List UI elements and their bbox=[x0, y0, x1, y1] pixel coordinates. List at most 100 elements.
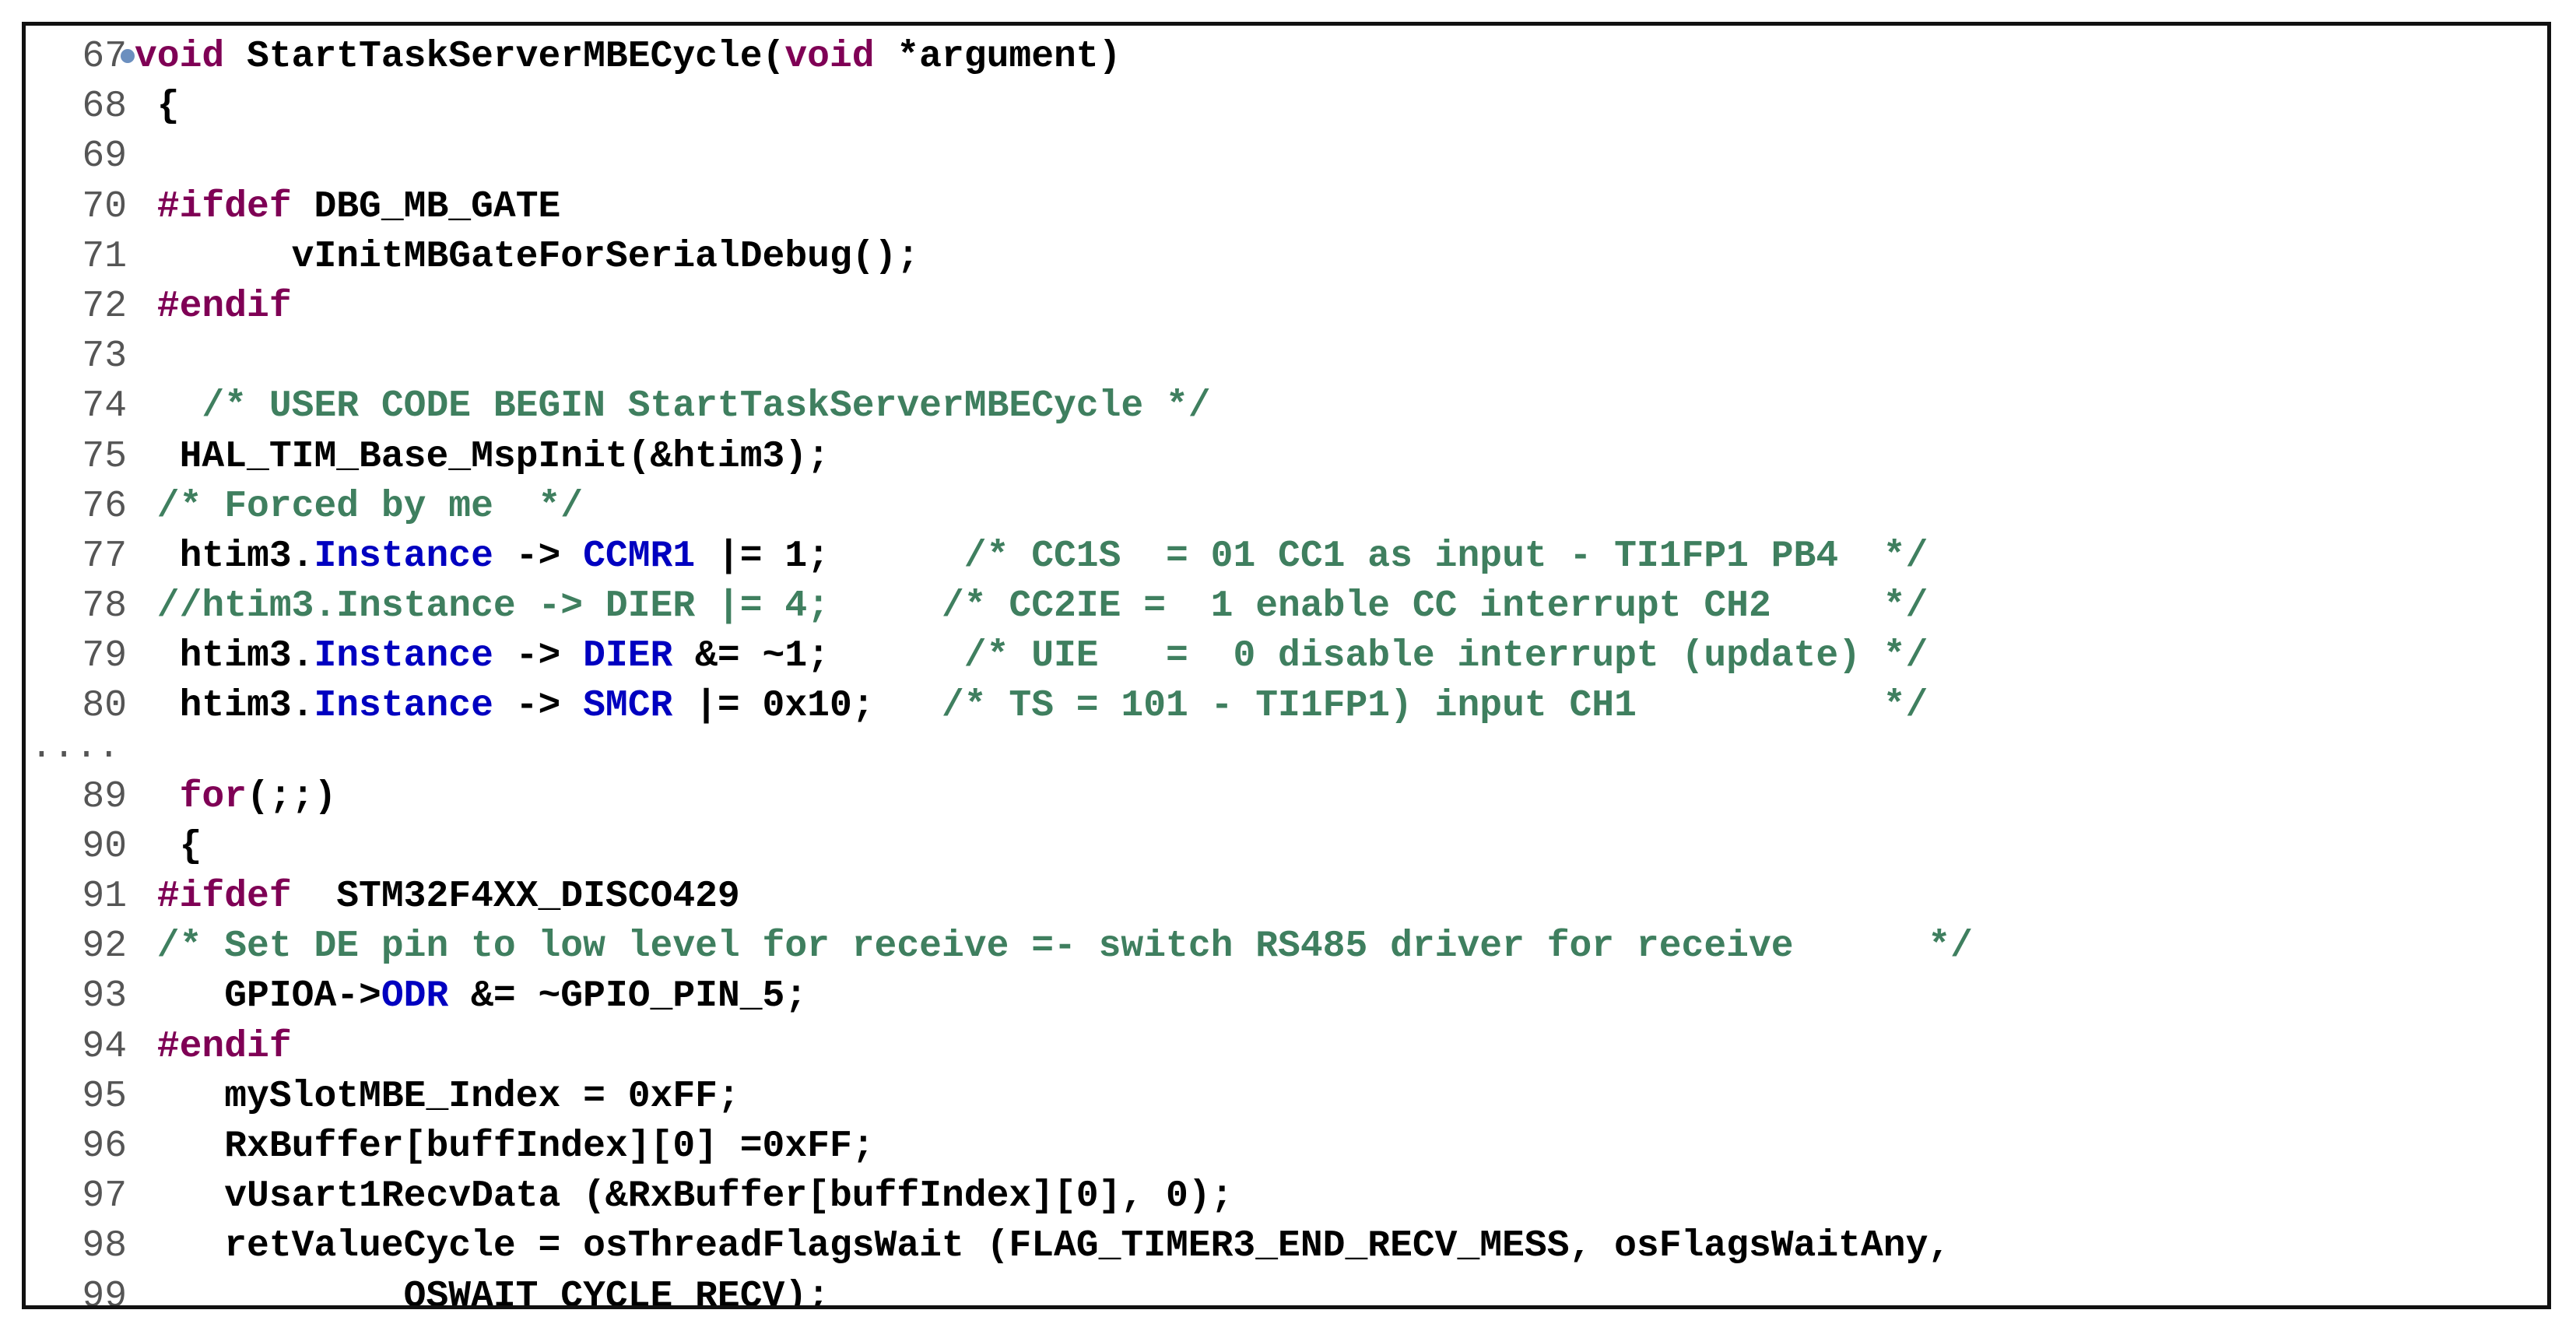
code-text: htim3.Instance -> DIER &= ~1; /* UIE = 0… bbox=[135, 635, 1928, 677]
code-token: Instance bbox=[314, 535, 493, 578]
code-line[interactable]: 94 #endif bbox=[26, 1022, 2547, 1072]
code-line[interactable]: 80 htim3.Instance -> SMCR |= 0x10; /* TS… bbox=[26, 681, 2547, 731]
code-token: -> bbox=[493, 685, 584, 728]
code-token: STM32F4XX_DISCO429 bbox=[291, 876, 740, 918]
code-token: RxBuffer[buffIndex][0] =0xFF; bbox=[135, 1125, 875, 1168]
line-number: 75 bbox=[82, 435, 127, 478]
code-line[interactable]: 95 mySlotMBE_Index = 0xFF; bbox=[26, 1072, 2547, 1122]
code-token: //htim3.Instance -> DIER |= 4; /* CC2IE … bbox=[135, 585, 1928, 628]
code-token: -> bbox=[493, 635, 584, 678]
code-token: /* USER CODE BEGIN StartTaskServerMBECyc… bbox=[135, 385, 1211, 428]
code-line[interactable]: 75 HAL_TIM_Base_MspInit(&htim3); bbox=[26, 432, 2547, 482]
code-token: Instance bbox=[314, 635, 493, 678]
code-token: for bbox=[135, 775, 247, 818]
line-number: 95 bbox=[82, 1075, 127, 1118]
line-number: 94 bbox=[82, 1025, 127, 1068]
code-token: HAL_TIM_Base_MspInit(&htim3); bbox=[135, 435, 830, 478]
code-line[interactable]: 71 vInitMBGateForSerialDebug(); bbox=[26, 232, 2547, 282]
code-text: vUsart1RecvData (&RxBuffer[buffIndex][0]… bbox=[135, 1175, 1233, 1217]
code-line[interactable]: 74 /* USER CODE BEGIN StartTaskServerMBE… bbox=[26, 381, 2547, 431]
code-line[interactable]: 69 bbox=[26, 132, 2547, 181]
code-line[interactable]: 99 OSWAIT_CYCLE_RECV); bbox=[26, 1272, 2547, 1309]
line-number: 93 bbox=[82, 975, 127, 1018]
code-text: vInitMBGateForSerialDebug(); bbox=[135, 235, 920, 278]
code-text: #ifdef STM32F4XX_DISCO429 bbox=[135, 876, 740, 918]
line-number: 70 bbox=[82, 185, 127, 228]
code-token: |= 0x10; bbox=[672, 685, 942, 728]
code-text: htim3.Instance -> CCMR1 |= 1; /* CC1S = … bbox=[135, 536, 1928, 578]
code-text: retValueCycle = osThreadFlagsWait (FLAG_… bbox=[135, 1225, 1950, 1267]
line-number: 77 bbox=[82, 535, 127, 578]
code-line[interactable]: 89 for(;;) bbox=[26, 772, 2547, 822]
code-token: Instance bbox=[314, 685, 493, 728]
code-token: void bbox=[784, 36, 875, 78]
code-line[interactable]: 92 /* Set DE pin to low level for receiv… bbox=[26, 922, 2547, 971]
code-line[interactable]: 72 #endif bbox=[26, 282, 2547, 332]
code-line[interactable]: 98 retValueCycle = osThreadFlagsWait (FL… bbox=[26, 1221, 2547, 1271]
code-token: htim3. bbox=[135, 535, 314, 578]
code-token: &= ~GPIO_PIN_5; bbox=[448, 975, 808, 1018]
code-token: &= ~1; bbox=[672, 635, 964, 678]
line-number: 91 bbox=[82, 876, 127, 918]
code-line[interactable]: 68 { bbox=[26, 82, 2547, 132]
line-number: 71 bbox=[82, 235, 127, 278]
code-line[interactable]: 70 #ifdef DBG_MB_GATE bbox=[26, 182, 2547, 232]
line-number: 97 bbox=[82, 1175, 127, 1218]
code-line[interactable]: 79 htim3.Instance -> DIER &= ~1; /* UIE … bbox=[26, 631, 2547, 681]
code-line[interactable]: 78 //htim3.Instance -> DIER |= 4; /* CC2… bbox=[26, 581, 2547, 631]
code-line[interactable]: 73 bbox=[26, 332, 2547, 381]
code-token: htim3. bbox=[135, 635, 314, 678]
code-token: vInitMBGateForSerialDebug(); bbox=[135, 235, 920, 278]
line-number: 96 bbox=[82, 1125, 127, 1168]
code-token: StartTaskServerMBECycle( bbox=[224, 36, 785, 78]
line-number: .... bbox=[30, 725, 121, 768]
collapsed-lines-indicator[interactable]: .... bbox=[26, 725, 2547, 772]
code-token: htim3. bbox=[135, 685, 314, 728]
code-token: OSWAIT_CYCLE_RECV); bbox=[135, 1275, 830, 1309]
code-token: #ifdef bbox=[135, 876, 292, 918]
code-text: for(;;) bbox=[135, 775, 337, 818]
code-token: retValueCycle = osThreadFlagsWait (FLAG_… bbox=[135, 1225, 1951, 1268]
code-token: /* Set DE pin to low level for receive =… bbox=[135, 925, 1973, 968]
code-line[interactable]: 90 { bbox=[26, 822, 2547, 872]
code-line[interactable]: 77 htim3.Instance -> CCMR1 |= 1; /* CC1S… bbox=[26, 532, 2547, 581]
code-line[interactable]: 91 #ifdef STM32F4XX_DISCO429 bbox=[26, 872, 2547, 922]
code-text: /* Forced by me */ bbox=[135, 486, 583, 528]
line-number: 76 bbox=[82, 485, 127, 528]
code-token: /* Forced by me */ bbox=[135, 485, 584, 528]
code-token: /* UIE = 0 disable interrupt (update) */ bbox=[963, 635, 1928, 678]
code-line[interactable]: 76 /* Forced by me */ bbox=[26, 482, 2547, 532]
code-token: SMCR bbox=[583, 685, 673, 728]
line-number: 90 bbox=[82, 825, 127, 868]
code-token: GPIOA-> bbox=[135, 975, 381, 1018]
code-token: *argument) bbox=[874, 36, 1121, 78]
line-number: 67 bbox=[82, 36, 127, 78]
code-token: DBG_MB_GATE bbox=[291, 185, 561, 228]
line-number: 98 bbox=[82, 1225, 127, 1268]
collapse-dot-icon[interactable] bbox=[121, 49, 135, 63]
code-token: #endif bbox=[135, 285, 292, 328]
code-token: /* CC1S = 01 CC1 as input - TI1FP1 PB4 *… bbox=[963, 535, 1928, 578]
line-number: 69 bbox=[82, 135, 127, 178]
code-text: RxBuffer[buffIndex][0] =0xFF; bbox=[135, 1125, 875, 1168]
line-number: 72 bbox=[82, 285, 127, 328]
code-line[interactable]: 97 vUsart1RecvData (&RxBuffer[buffIndex]… bbox=[26, 1171, 2547, 1221]
code-text: { bbox=[135, 86, 180, 128]
line-number: 92 bbox=[82, 925, 127, 968]
code-line[interactable]: 93 GPIOA->ODR &= ~GPIO_PIN_5; bbox=[26, 971, 2547, 1021]
code-token: { bbox=[135, 86, 180, 128]
code-text: #endif bbox=[135, 286, 292, 328]
code-token: CCMR1 bbox=[583, 535, 696, 578]
line-number: 89 bbox=[82, 775, 127, 818]
code-token: void bbox=[135, 36, 225, 78]
line-number: 78 bbox=[82, 585, 127, 628]
code-line[interactable]: 96 RxBuffer[buffIndex][0] =0xFF; bbox=[26, 1122, 2547, 1171]
code-token: #endif bbox=[135, 1025, 292, 1068]
line-number: 99 bbox=[82, 1275, 127, 1309]
code-token: (;;) bbox=[247, 775, 337, 818]
code-token: DIER bbox=[583, 635, 673, 678]
code-text: #ifdef DBG_MB_GATE bbox=[135, 185, 561, 228]
